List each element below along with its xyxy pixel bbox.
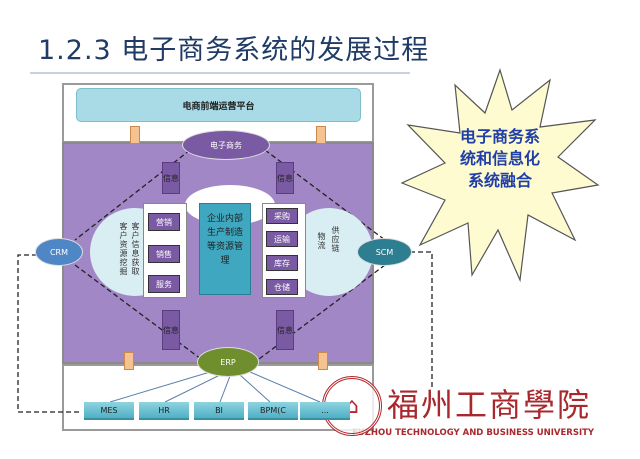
item-marketing: 营销 [148, 213, 180, 231]
system-other: ... [300, 402, 350, 420]
item-service: 服务 [148, 275, 180, 293]
item-warehouse: 仓储 [266, 279, 298, 295]
system-hr: HR [139, 402, 189, 420]
down-arrow-icon [318, 352, 328, 370]
platform-box: 电商前端运营平台 [76, 88, 361, 122]
system-bpm: BPM(C [248, 402, 298, 420]
erp-node: ERP [197, 347, 259, 377]
up-arrow-icon [130, 126, 140, 144]
info-label: 信息 [163, 325, 179, 335]
info-up-arrow: 信息 [276, 310, 294, 350]
item-inventory: 库存 [266, 255, 298, 271]
starburst-callout-shape [400, 68, 600, 283]
resource-management: 企业内部生产制造等资源管理 [199, 203, 251, 295]
university-english-name: FUZHOU TECHNOLOGY AND BUSINESS UNIVERSIT… [352, 428, 595, 438]
down-arrow-icon [124, 352, 134, 370]
item-purchase: 采购 [266, 208, 298, 224]
slide-title: 1.2.3 电子商务系统的发展过程 [38, 35, 430, 66]
crm-node: CRM [35, 238, 83, 266]
ecommerce-node: 电子商务 [182, 130, 270, 160]
scm-node: SCM [357, 238, 412, 266]
cloud-text: 物流 [317, 232, 326, 250]
info-down-arrow: 信息 [276, 162, 294, 194]
system-mes: MES [84, 402, 134, 420]
university-name: 福州工商學院 [387, 386, 592, 424]
info-label: 信息 [277, 325, 293, 335]
up-arrow-icon [316, 126, 326, 144]
cloud-text: 客户信息获取 [131, 222, 140, 276]
title-divider [30, 72, 410, 74]
item-sales: 销售 [148, 245, 180, 263]
cloud-text: 供应链 [331, 226, 340, 253]
callout-text: 电子商务系统和信息化系统融合 [459, 127, 540, 190]
cloud-text: 客户资源挖掘 [119, 222, 128, 276]
item-transport: 运输 [266, 231, 298, 247]
info-label: 信息 [277, 173, 293, 183]
info-label: 信息 [163, 173, 179, 183]
system-bi: BI [194, 402, 244, 420]
info-up-arrow: 信息 [162, 310, 180, 350]
info-down-arrow: 信息 [162, 162, 180, 194]
